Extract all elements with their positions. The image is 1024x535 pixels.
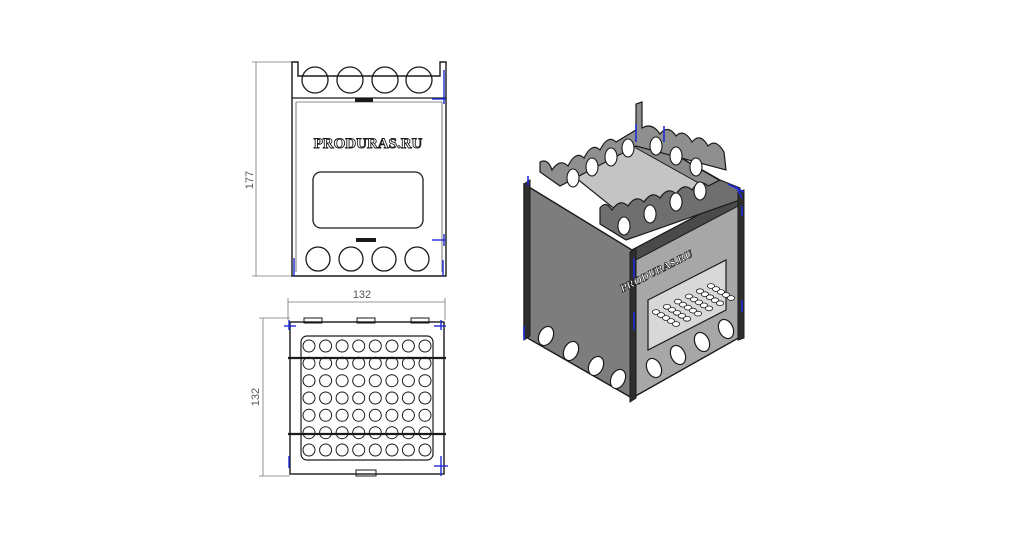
grate-hole — [418, 408, 432, 422]
grate-hole — [319, 443, 333, 457]
top-width-label: 132 — [353, 289, 371, 301]
grate-hole — [319, 374, 333, 388]
grate-hole — [335, 426, 349, 440]
top-width-dimension — [287, 298, 446, 320]
top-depth-dimension — [259, 317, 290, 477]
iso-grate-hole — [705, 305, 714, 312]
front-height-label: 177 — [244, 171, 256, 189]
grate-hole — [385, 391, 399, 405]
grate-hole — [335, 374, 349, 388]
grate-hole — [401, 356, 415, 370]
grate-hole — [352, 391, 366, 405]
top-grate-frame — [300, 335, 434, 461]
grate-hole — [385, 374, 399, 388]
grate-hole — [401, 443, 415, 457]
grate-hole — [302, 426, 316, 440]
grate-hole — [385, 426, 399, 440]
grate-hole — [385, 339, 399, 353]
front-markers — [293, 70, 446, 276]
iso-grate-hole — [694, 310, 703, 317]
grate-hole — [352, 408, 366, 422]
iso-markers — [523, 124, 745, 340]
grate-hole — [368, 443, 382, 457]
iso-grate-hole — [672, 321, 681, 327]
grate-hole — [335, 356, 349, 370]
grate-hole — [368, 356, 382, 370]
grate-hole — [401, 374, 415, 388]
iso-grate-hole — [716, 300, 725, 307]
grate-hole — [418, 374, 432, 388]
front-fuel-window — [312, 171, 424, 229]
grate-hole — [302, 391, 316, 405]
grate-hole — [418, 426, 432, 440]
grate-hole — [319, 339, 333, 353]
front-plate-outline — [291, 61, 447, 277]
grate-hole — [319, 426, 333, 440]
grate-hole — [335, 443, 349, 457]
top-plate-outline — [289, 321, 445, 475]
grate-hole — [319, 391, 333, 405]
grate-hole — [368, 374, 382, 388]
front-height-dimension — [252, 61, 292, 277]
grate-hole — [418, 391, 432, 405]
grate-hole — [302, 443, 316, 457]
iso-grate-holes — [652, 283, 736, 327]
grate-hole — [319, 356, 333, 370]
grate-hole — [335, 339, 349, 353]
grate-hole — [385, 443, 399, 457]
iso-bottom-holes-side — [537, 325, 627, 390]
iso-front-support-holes — [617, 181, 707, 236]
iso-bottom-holes-front — [645, 318, 735, 379]
grate-hole — [319, 408, 333, 422]
grate-hole — [302, 356, 316, 370]
grate-hole — [335, 391, 349, 405]
iso-view: PRODURAS.RU — [523, 101, 745, 403]
iso-grate-hole — [683, 315, 692, 322]
grate-hole — [401, 339, 415, 353]
top-markers — [284, 320, 448, 476]
grate-hole — [401, 408, 415, 422]
grate-hole — [368, 339, 382, 353]
grate-hole — [352, 374, 366, 388]
grate-hole — [368, 426, 382, 440]
front-bottom-holes — [305, 246, 430, 272]
grate-hole — [418, 443, 432, 457]
iso-back-support-holes — [566, 136, 703, 188]
top-grate-holes — [302, 339, 432, 457]
grate-hole — [352, 339, 366, 353]
front-view: 177 PRODURAS.RU — [244, 61, 447, 277]
grate-hole — [418, 339, 432, 353]
grate-hole — [302, 408, 316, 422]
grate-hole — [352, 443, 366, 457]
top-view: 132 132 — [250, 289, 448, 477]
grate-hole — [368, 391, 382, 405]
grate-hole — [302, 339, 316, 353]
grate-hole — [335, 408, 349, 422]
grate-hole — [418, 356, 432, 370]
grate-hole — [352, 426, 366, 440]
grate-hole — [352, 356, 366, 370]
grate-hole — [302, 374, 316, 388]
front-top-holes — [301, 66, 433, 94]
grate-hole — [368, 408, 382, 422]
front-brand-text: PRODURAS.RU — [314, 136, 423, 152]
top-depth-label: 132 — [250, 388, 262, 406]
grate-hole — [385, 356, 399, 370]
grate-hole — [401, 391, 415, 405]
grate-hole — [401, 426, 415, 440]
iso-grate-hole — [727, 295, 736, 301]
grate-hole — [385, 408, 399, 422]
